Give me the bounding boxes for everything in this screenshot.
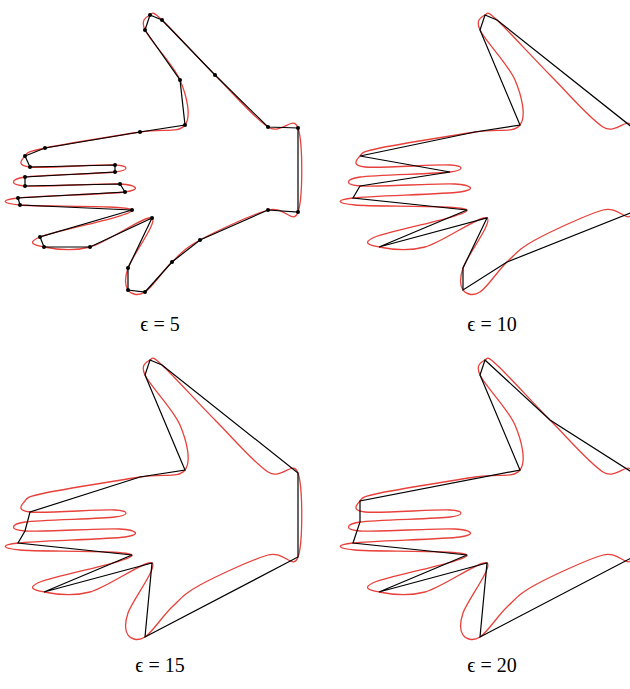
epsilon-caption: ϵ = 5 xyxy=(140,313,179,336)
vertex-dot xyxy=(160,18,164,22)
vertex-dot xyxy=(148,13,152,17)
vertex-dot xyxy=(183,123,187,127)
vertex-dot xyxy=(38,235,42,239)
vertex-dot xyxy=(150,216,154,220)
vertex-dot xyxy=(43,146,47,150)
vertex-dot xyxy=(23,175,27,179)
vertex-dot xyxy=(213,73,217,77)
vertex-dot xyxy=(18,203,22,207)
hand-outline xyxy=(340,358,630,639)
hand-panel xyxy=(340,13,630,294)
vertex-dot xyxy=(266,125,270,129)
vertex-dot xyxy=(16,196,20,200)
vertex-dot xyxy=(126,288,130,292)
vertex-dot xyxy=(296,210,300,214)
hand-panel xyxy=(340,358,630,639)
hand-outline xyxy=(340,13,630,294)
vertex-dot xyxy=(23,154,27,158)
vertex-dot xyxy=(113,170,117,174)
hand-outline xyxy=(5,13,301,294)
vertex-dot xyxy=(130,208,134,212)
vertex-dot xyxy=(138,130,142,134)
vertex-dot xyxy=(123,190,127,194)
vertex-dot xyxy=(113,163,117,167)
hand-outline xyxy=(5,358,301,639)
polygon-approximation xyxy=(353,15,630,290)
epsilon-caption: ϵ = 20 xyxy=(467,654,516,677)
vertex-dot xyxy=(296,126,300,130)
hand-panel xyxy=(5,13,301,294)
polygon-approximation xyxy=(18,15,298,292)
vertex-dot xyxy=(28,165,32,169)
epsilon-caption: ϵ = 15 xyxy=(135,654,184,677)
vertex-dot xyxy=(178,78,182,82)
vertex-dot xyxy=(88,245,92,249)
vertex-dot xyxy=(42,245,46,249)
hand-panel xyxy=(5,358,301,639)
vertex-dot xyxy=(118,182,122,186)
vertex-dot xyxy=(143,28,147,32)
vertex-dot xyxy=(126,266,130,270)
polygon-approximation xyxy=(18,360,298,637)
vertex-dot xyxy=(198,238,202,242)
vertex-dot xyxy=(23,184,27,188)
polygon-approximation xyxy=(353,360,630,637)
vertex-dot xyxy=(143,290,147,294)
vertex-dot xyxy=(170,260,174,264)
epsilon-caption: ϵ = 10 xyxy=(467,313,516,336)
vertex-dot xyxy=(266,208,270,212)
